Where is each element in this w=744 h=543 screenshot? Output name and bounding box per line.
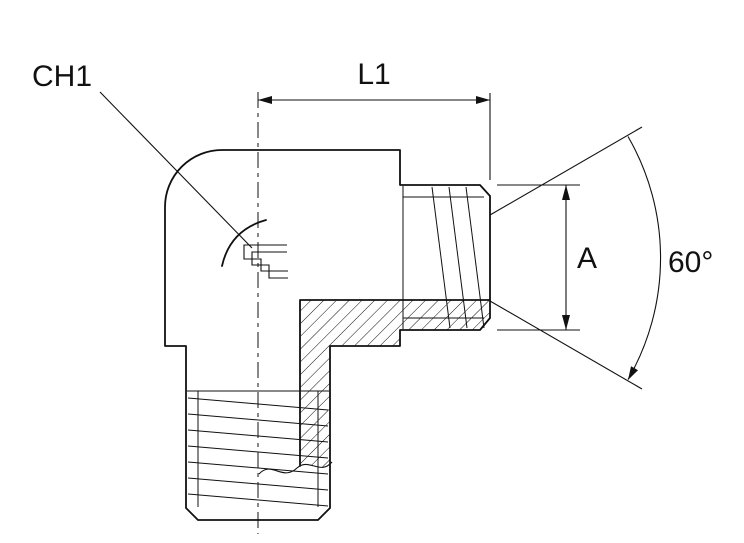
angle-annotation-60: 60° xyxy=(489,126,713,390)
ch1-callout: CH1 xyxy=(32,60,253,249)
hatch-region xyxy=(300,300,490,468)
angle-arc xyxy=(627,136,662,380)
thread-line xyxy=(448,186,468,329)
a-arrow-top xyxy=(562,185,570,200)
thread-line xyxy=(465,186,485,329)
label-a: A xyxy=(577,242,597,275)
thread-line xyxy=(187,413,329,427)
inner-corner-fillet xyxy=(221,219,267,267)
hex-flat-detail xyxy=(243,244,288,279)
cone-line-upper xyxy=(489,126,643,216)
label-l1: L1 xyxy=(357,58,390,91)
angle-arrow xyxy=(628,366,638,380)
label-angle: 60° xyxy=(668,246,713,279)
bore-edge-line xyxy=(299,299,491,467)
thread-line xyxy=(187,493,329,507)
thread-line xyxy=(431,186,451,329)
dimension-a: A xyxy=(497,184,597,331)
hex-detail-step-outer xyxy=(243,244,288,272)
hex-detail-step-inner xyxy=(251,251,288,279)
right-port-threads xyxy=(402,186,485,329)
l1-arrow-left xyxy=(258,96,272,104)
l1-arrow-right xyxy=(476,96,490,104)
bore-edges xyxy=(299,299,491,467)
dimension-l1: L1 xyxy=(258,58,491,180)
section-hatching xyxy=(300,300,490,468)
ch1-leader-line xyxy=(99,91,253,249)
a-arrow-bottom xyxy=(562,315,570,330)
cone-line-lower xyxy=(489,300,643,390)
fitting-outline xyxy=(164,149,491,521)
label-ch1: CH1 xyxy=(32,60,92,93)
